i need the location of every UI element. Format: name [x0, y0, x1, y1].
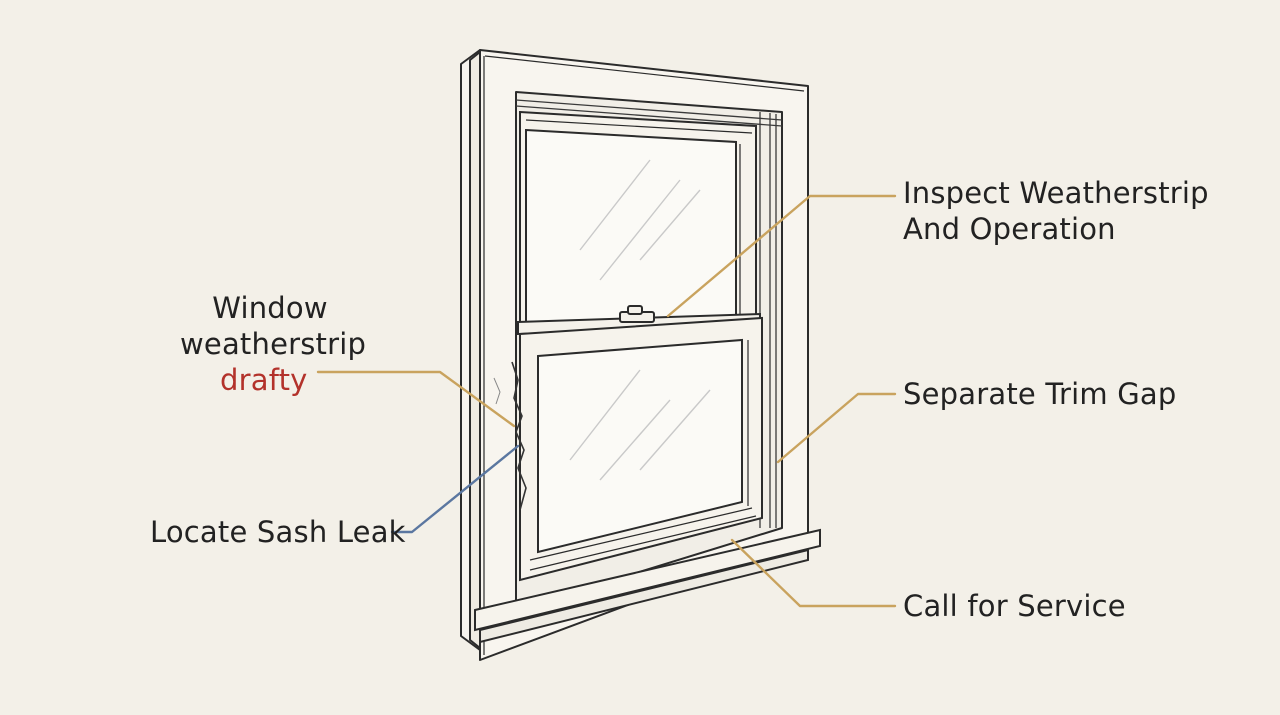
label-inspect-line2: And Operation — [903, 212, 1116, 246]
callout-trim — [776, 392, 897, 464]
label-window-line1: Window — [212, 291, 328, 325]
callout-inspect — [666, 194, 897, 318]
label-service: Call for Service — [903, 588, 1126, 624]
window-sill — [474, 528, 821, 644]
label-sash: Locate Sash Leak — [150, 514, 406, 550]
label-inspect: Inspect Weatherstrip And Operation — [903, 175, 1209, 247]
label-window-line3: drafty — [220, 363, 308, 397]
sash-crack — [511, 361, 527, 511]
label-inspect-line1: Inspect Weatherstrip — [903, 176, 1209, 210]
glass-reflection — [569, 159, 711, 481]
label-window: Window weatherstrip drafty — [180, 290, 367, 398]
lower-sash — [519, 316, 763, 582]
label-trim: Separate Trim Gap — [903, 376, 1177, 412]
label-service-text: Call for Service — [903, 589, 1126, 623]
callout-window — [316, 370, 516, 428]
upper-sash — [519, 110, 757, 328]
callout-lines — [316, 194, 897, 608]
callout-service — [730, 538, 897, 608]
label-trim-text: Separate Trim Gap — [903, 377, 1177, 411]
label-sash-text: Locate Sash Leak — [150, 515, 406, 549]
label-window-line2: weatherstrip — [180, 327, 367, 361]
callout-sash — [390, 444, 520, 534]
